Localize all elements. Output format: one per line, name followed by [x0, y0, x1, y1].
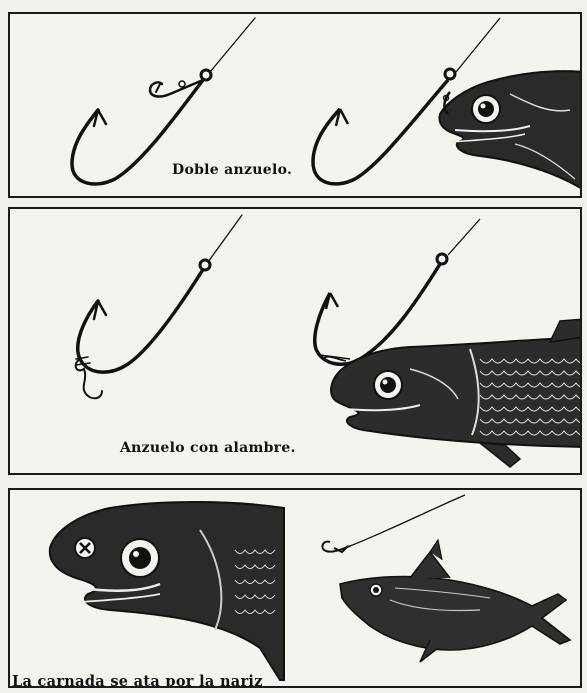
panel-double-hook: Doble anzuelo. — [8, 12, 582, 198]
panel-wire-hook: Anzuelo con alambre. — [8, 207, 582, 475]
double-hook-icon — [72, 18, 255, 184]
fish-on-line-icon — [322, 495, 570, 662]
caption-double-hook: Doble anzuelo. — [172, 162, 292, 178]
fish-head-nose-tie-icon — [50, 502, 284, 680]
wire-hook-with-fish-icon — [315, 219, 582, 467]
double-hook-with-bait-icon — [313, 18, 582, 190]
double-hook-illustration — [10, 14, 582, 198]
panel-bait-tied: La carnada se ata por la nariz — [8, 488, 582, 688]
bait-tied-illustration — [10, 490, 582, 688]
caption-bait-tied: La carnada se ata por la nariz — [12, 673, 265, 688]
wire-hook-icon — [76, 215, 242, 398]
caption-wire-hook: Anzuelo con alambre. — [120, 440, 296, 456]
wire-hook-illustration — [10, 209, 582, 475]
